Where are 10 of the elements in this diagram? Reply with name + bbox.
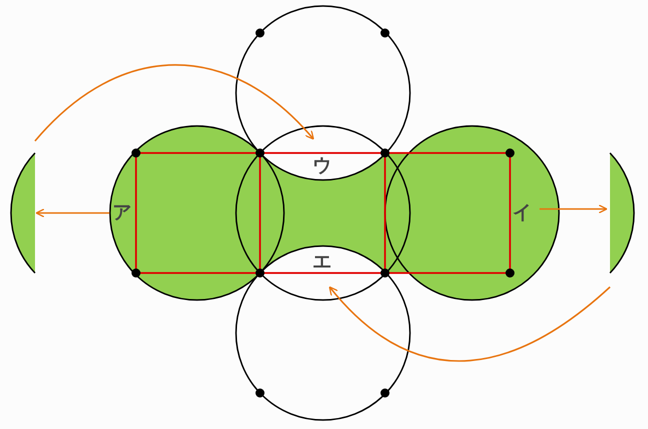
arrow [540,204,608,214]
arrow [34,64,314,142]
moved-segment [609,152,635,274]
region-label: ウ [312,156,332,176]
moved-segment [10,152,36,274]
region-label: エ [312,252,332,272]
region-label: イ [512,204,532,222]
arrow [328,286,611,362]
arrow [36,208,110,218]
region-label: ア [112,204,132,222]
